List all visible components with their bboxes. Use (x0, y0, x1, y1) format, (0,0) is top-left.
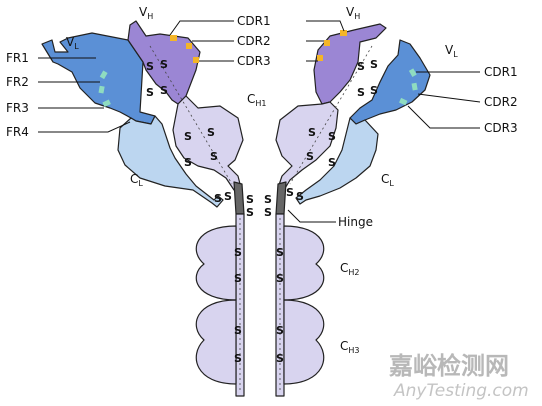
fr-segment-right-3 (399, 97, 408, 106)
cdr-segment-left-1 (170, 35, 177, 41)
label-fr4: FR4 (6, 125, 29, 139)
cl-left-domain (117, 115, 224, 208)
disulfide-s: S (234, 272, 242, 285)
disulfide-s: S (276, 324, 284, 337)
disulfide-s: S (276, 246, 284, 259)
disulfide-s: S (306, 150, 314, 163)
disulfide-s: S (224, 190, 232, 203)
fc-left-domains (195, 225, 237, 385)
watermark-chinese: 嘉峪检测网 (389, 352, 509, 380)
disulfide-s: S (308, 126, 316, 139)
fc-right-domains (283, 225, 325, 385)
disulfide-s: S (214, 192, 222, 205)
watermark: 嘉峪检测网 AnyTesting.com (389, 352, 529, 401)
disulfide-s: S (146, 86, 154, 99)
label-fr2: FR2 (6, 75, 29, 89)
disulfide-s: S (357, 60, 365, 73)
ch3-right-domain (283, 299, 325, 385)
light-chain-right (295, 39, 431, 205)
label-vh-left: VH (139, 5, 153, 21)
cdr-segment-right-2 (324, 40, 330, 46)
vl-right-domain (349, 39, 431, 125)
disulfide-s: S (264, 193, 272, 206)
heavy-chain-left (127, 20, 245, 397)
fr-segment-right-2 (411, 82, 418, 91)
leader-fr4 (38, 121, 131, 133)
label-ch2: CH2 (340, 261, 360, 277)
disulfide-s: S (160, 84, 168, 97)
label-vl-right: VL (445, 43, 458, 59)
disulfide-s: S (184, 156, 192, 169)
disulfide-s: S (246, 193, 254, 206)
label-cl-right: CL (381, 172, 394, 188)
cdr-segment-right-3 (317, 55, 323, 61)
disulfide-s: S (357, 86, 365, 99)
label-fr1: FR1 (6, 51, 29, 65)
disulfide-s: S (370, 84, 378, 97)
light-chain-left (41, 32, 224, 208)
cdr-segment-left-3 (193, 57, 199, 63)
disulfide-s: S (264, 206, 272, 219)
label-cdr1-top: CDR1 (237, 14, 271, 28)
disulfide-bonds: S S S S S S S S S S S S S S S S S S S S … (146, 58, 378, 365)
disulfide-s: S (328, 130, 336, 143)
disulfide-s: S (234, 352, 242, 365)
ch2-right-domain (283, 225, 325, 301)
cdr-segment-left-2 (186, 43, 192, 49)
label-cdr3-top: CDR3 (237, 54, 271, 68)
disulfide-s: S (234, 246, 242, 259)
label-cdr2-top: CDR2 (237, 34, 271, 48)
label-hinge: Hinge (338, 215, 373, 229)
leader-cdr3-right (407, 105, 480, 129)
leader-lines (38, 20, 481, 223)
fr-segment-left-2 (98, 85, 105, 94)
label-cdr2-right: CDR2 (484, 95, 518, 109)
label-fr3: FR3 (6, 101, 29, 115)
fr-segment-right-1 (408, 68, 417, 77)
disulfide-s: S (210, 150, 218, 163)
watermark-english: AnyTesting.com (393, 381, 529, 401)
leader-cdr1-top (169, 20, 234, 36)
disulfide-s: S (370, 58, 378, 71)
disulfide-s: S (246, 206, 254, 219)
ch2-left-domain (195, 225, 237, 301)
disulfide-s: S (286, 186, 294, 199)
leader-hinge (287, 209, 336, 223)
label-ch3: CH3 (340, 339, 360, 355)
disulfide-s: S (276, 352, 284, 365)
fr-segment-left-1 (99, 70, 108, 80)
ch1-left-domain (172, 95, 244, 191)
fr-segment-left-3 (102, 99, 111, 107)
leader-cdr2-right (417, 93, 481, 103)
label-cdr1-right: CDR1 (484, 65, 518, 79)
cl-right-domain (295, 117, 379, 205)
label-cdr3-right: CDR3 (484, 121, 518, 135)
leader-cdr1-top-right (306, 20, 345, 32)
disulfide-s: S (184, 130, 192, 143)
disulfide-s: S (296, 190, 304, 203)
label-vh-right: VH (346, 5, 360, 21)
disulfide-s: S (146, 60, 154, 73)
label-cl-left: CL (130, 172, 143, 188)
labels: VH VH VL VL CH1 CH2 CH3 CL CL Hinge FR1 … (6, 5, 518, 355)
disulfide-s: S (276, 272, 284, 285)
disulfide-dashes (149, 45, 373, 392)
disulfide-s: S (328, 156, 336, 169)
ch3-left-domain (195, 299, 237, 385)
label-ch1: CH1 (247, 92, 267, 108)
disulfide-s: S (207, 126, 215, 139)
cdr-segment-right-1 (340, 30, 347, 36)
disulfide-s: S (160, 58, 168, 71)
label-vl-left: VL (66, 35, 79, 51)
hinge-left (233, 181, 245, 215)
hinge-right (275, 181, 287, 215)
disulfide-s: S (234, 324, 242, 337)
